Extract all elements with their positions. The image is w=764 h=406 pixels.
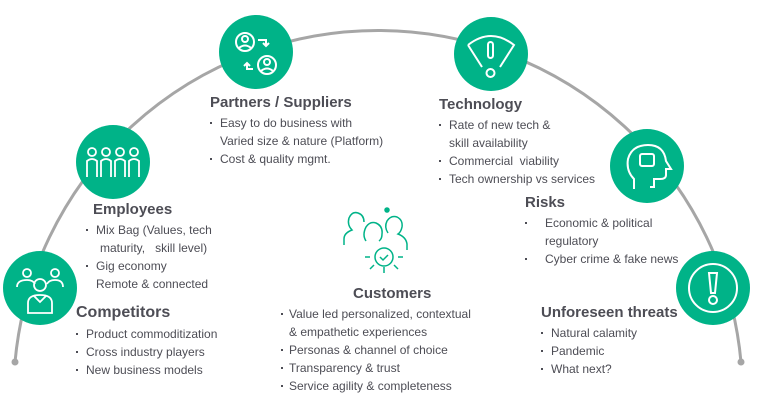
- customers-block: Customers Value led personalized, contex…: [281, 285, 471, 395]
- unforeseen-item: Natural calamity: [541, 324, 678, 342]
- risks-item: Economic & political: [525, 214, 678, 232]
- partners-item: Cost & quality mgmt.: [210, 150, 383, 168]
- unforeseen-item: What next?: [541, 360, 678, 378]
- risks-title: Risks: [525, 194, 566, 211]
- risks-item-cont: regulatory: [545, 234, 599, 248]
- gauge-alert-icon: [454, 17, 528, 91]
- competitors-item: New business models: [76, 361, 217, 379]
- customers-item: Personas & channel of choice: [281, 341, 471, 359]
- customers-title: Customers: [353, 285, 432, 302]
- customers-hub-icon: [340, 203, 420, 283]
- unforeseen-block: Unforeseen threats Natural calamity Pand…: [541, 304, 678, 378]
- partners-item-cont: Varied size & nature (Platform): [220, 134, 384, 148]
- technology-item: Tech ownership vs services: [439, 170, 595, 188]
- risks-item: Cyber crime & fake news: [525, 250, 678, 268]
- customers-item-cont: & empathetic experiences: [289, 325, 428, 339]
- partners-block: Partners / Suppliers Easy to do business…: [210, 94, 383, 168]
- arc-end-dot: [737, 358, 745, 366]
- employees-item-cont: maturity, skill level): [100, 241, 208, 255]
- competitors-item: Cross industry players: [76, 343, 217, 361]
- risks-block: Risks Economic & political regulatory Cy…: [525, 194, 678, 268]
- unforeseen-title: Unforeseen threats: [541, 304, 678, 321]
- employees-title: Employees: [93, 201, 173, 218]
- customers-item: Transparency & trust: [281, 359, 471, 377]
- technology-item: Commercial viability: [439, 152, 595, 170]
- competitors-title: Competitors: [76, 304, 171, 321]
- technology-title: Technology: [439, 96, 523, 113]
- employees-item-cont: Remote & connected: [96, 277, 209, 291]
- head-puzzle-icon: [610, 129, 684, 203]
- arc-start-dot: [11, 358, 19, 366]
- partners-title: Partners / Suppliers: [210, 94, 352, 111]
- customers-item: Value led personalized, contextual: [281, 305, 471, 323]
- employees-item: Gig economy: [86, 257, 212, 275]
- exclamation-icon: [676, 251, 750, 325]
- competitors-item: Product commoditization: [76, 325, 217, 343]
- technology-item-cont: skill availability: [449, 136, 528, 150]
- technology-block: Technology Rate of new tech & skill avai…: [439, 96, 595, 188]
- partners-item: Easy to do business with: [210, 114, 383, 132]
- unforeseen-item: Pandemic: [541, 342, 678, 360]
- customers-item: Service agility & completeness: [281, 377, 471, 395]
- technology-item: Rate of new tech &: [439, 116, 595, 134]
- employees-item: Mix Bag (Values, tech: [86, 221, 212, 239]
- competitors-group-icon: [3, 251, 77, 325]
- partner-exchange-icon: [219, 15, 293, 89]
- employees-block: Employees Mix Bag (Values, tech maturity…: [86, 201, 212, 293]
- people-group-icon: [76, 125, 150, 199]
- competitors-block: Competitors Product commoditization Cros…: [76, 304, 217, 379]
